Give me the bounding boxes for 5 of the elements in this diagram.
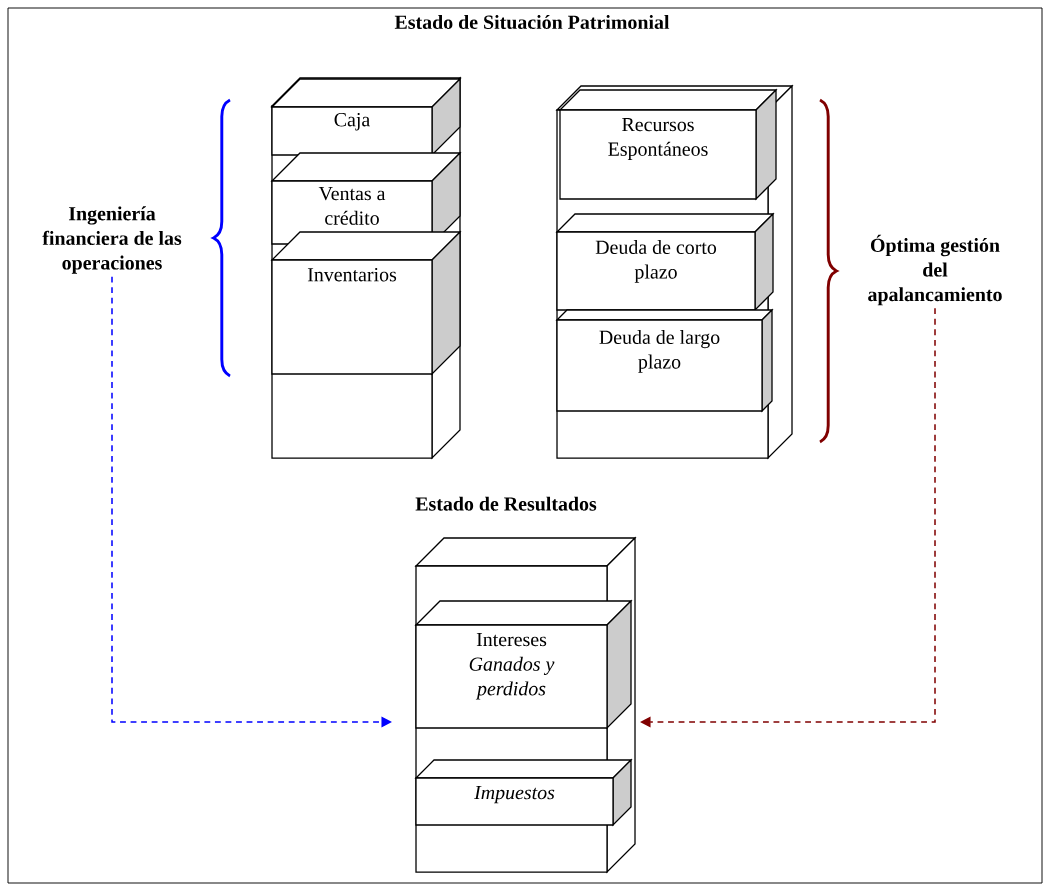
caption-text: Ingeniería financiera de las operaciones: [42, 206, 182, 274]
node-label: Estado de Resultados: [415, 496, 597, 511]
arrow: [640, 307, 936, 728]
caption-text: Óptima gestión del apalancamiento: [868, 234, 1002, 306]
heading: Estado de Situación Patrimonial: [394, 14, 670, 30]
